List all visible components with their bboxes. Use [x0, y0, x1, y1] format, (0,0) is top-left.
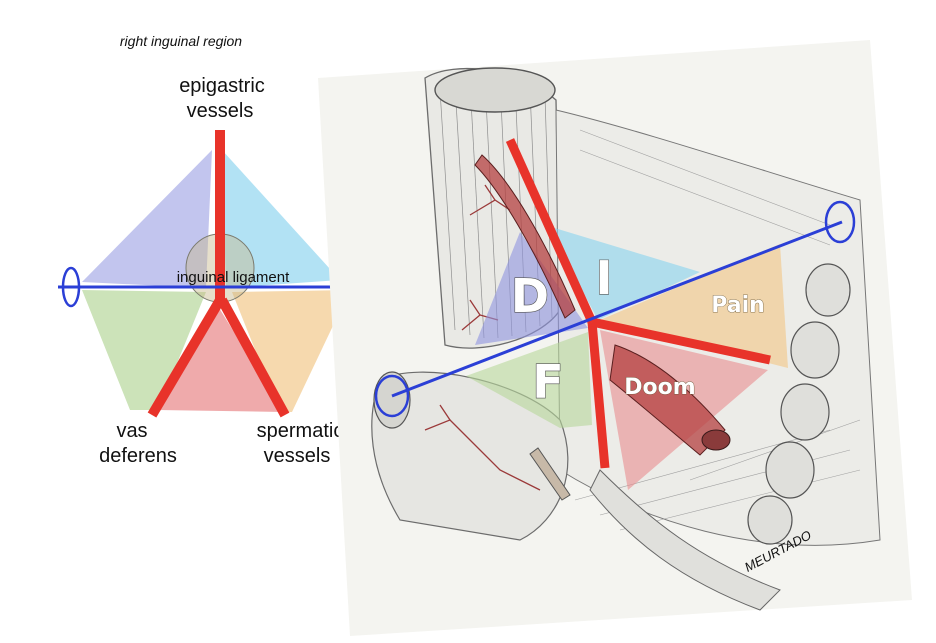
small-tube-sketch: [529, 447, 571, 501]
zone-pain: [600, 244, 788, 368]
ligament-end-upper: [824, 200, 856, 244]
direct-triangle: [82, 150, 212, 288]
anatomical-illustration: D I F Pain Doom MEURTADO: [318, 40, 912, 636]
epigastric-red-line: [505, 138, 597, 324]
stump-end: [373, 371, 411, 429]
zone-label-indirect: I: [595, 251, 612, 305]
vas-label-line2: deferens: [99, 445, 177, 467]
zone-label-femoral: F: [532, 355, 563, 409]
epigastric-vessels-sketch: [474, 154, 576, 319]
schematic-title: right inguinal region: [120, 33, 242, 49]
indirect-triangle: [222, 150, 340, 288]
ligament-blue-line: [391, 220, 843, 398]
spermatic-label-line1: spermatic: [257, 420, 344, 442]
bottom-cut-sketch: [589, 469, 781, 611]
spermatic-red-line: [591, 317, 771, 365]
spermatic-vessels-line: [217, 297, 290, 418]
zone-label-direct: D: [511, 269, 549, 323]
femoral-triangle: [82, 290, 206, 410]
spermatic-label-line2: vessels: [264, 445, 331, 467]
schematic-diagram: right inguinal region epigastric vessels…: [58, 33, 388, 467]
pain-bottom-triangle: [158, 300, 284, 412]
vas-label-line1: vas: [116, 420, 147, 442]
bowel-loops-sketch: [747, 263, 851, 545]
ligament-end-lower: [374, 374, 410, 418]
epigastric-label-line1: epigastric: [179, 75, 265, 97]
zone-femoral: [466, 332, 592, 428]
vas-red-line: [587, 321, 610, 469]
vas-deferens-line: [147, 297, 225, 418]
zone-indirect: [548, 226, 700, 320]
spermatic-triangle: [232, 290, 350, 412]
zone-label-pain: Pain: [711, 293, 765, 318]
zone-direct: [475, 232, 588, 345]
rectus-top-ellipse: [434, 67, 556, 113]
ligament-end-left: [61, 266, 81, 308]
zone-label-doom: Doom: [624, 375, 695, 400]
inguinal-ligament-label: inguinal ligament: [177, 269, 290, 286]
epigastric-label-line2: vessels: [187, 100, 254, 122]
cord-cut-end: [701, 429, 731, 451]
